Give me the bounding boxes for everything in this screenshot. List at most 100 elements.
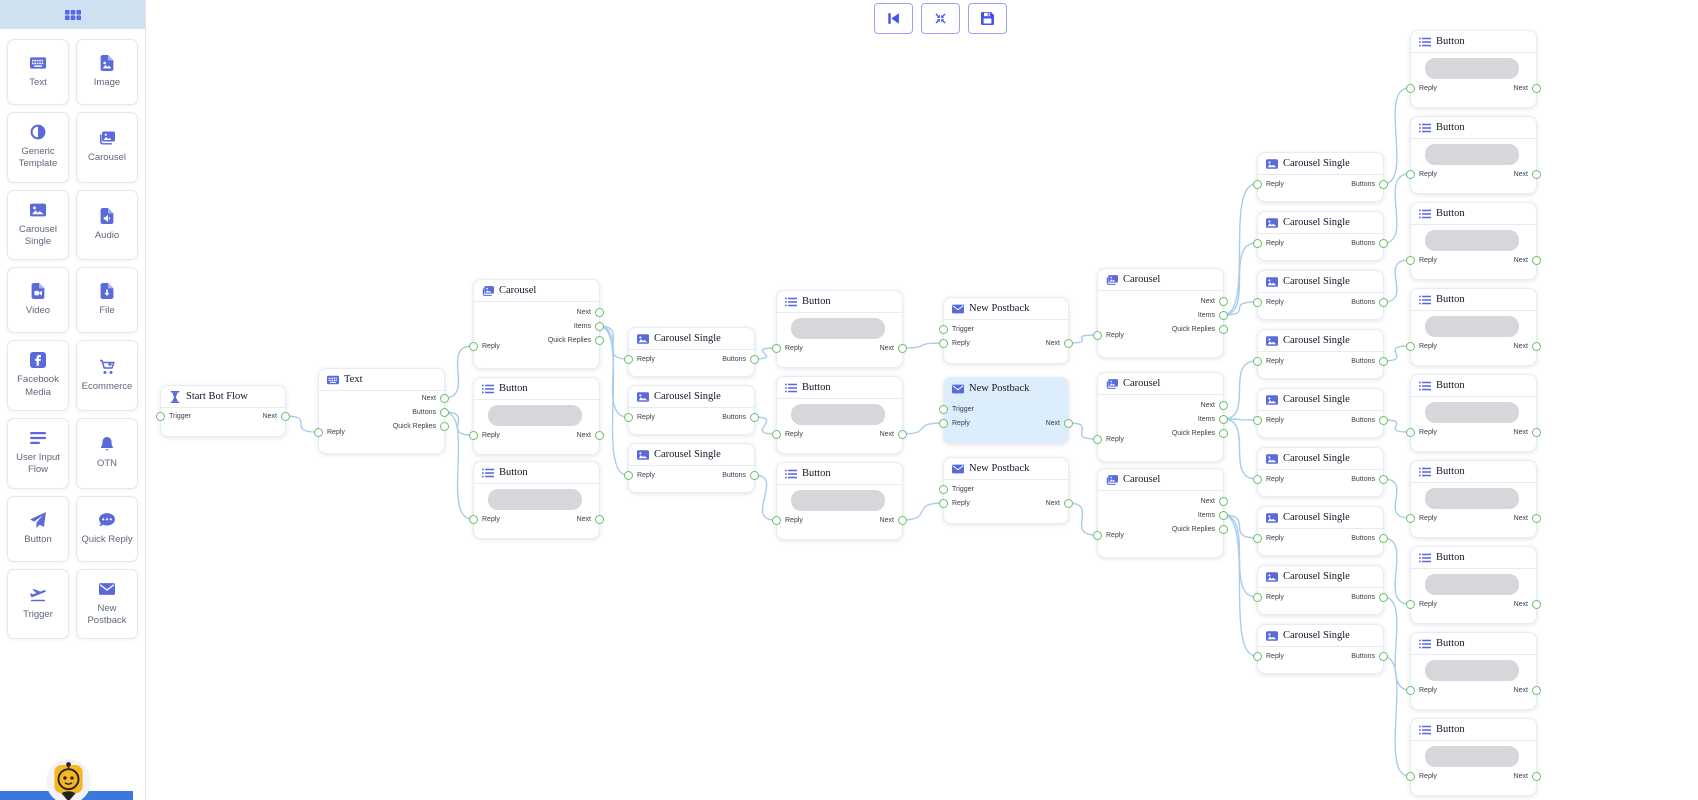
port-trigger[interactable] bbox=[939, 485, 948, 494]
palette-item-quick-reply[interactable]: Quick Reply bbox=[76, 495, 138, 562]
port-reply[interactable] bbox=[1093, 531, 1102, 540]
port-buttons[interactable] bbox=[1379, 534, 1388, 543]
port-items[interactable] bbox=[1219, 311, 1228, 320]
port-reply[interactable] bbox=[1406, 170, 1415, 179]
port-next[interactable] bbox=[595, 515, 604, 524]
port-next[interactable] bbox=[1064, 419, 1073, 428]
port-next[interactable] bbox=[1532, 772, 1541, 781]
button-placeholder[interactable] bbox=[488, 489, 582, 510]
port-buttons[interactable] bbox=[1379, 652, 1388, 661]
port-buttons[interactable] bbox=[1379, 593, 1388, 602]
palette-item-text[interactable]: Text bbox=[7, 39, 69, 105]
port-next[interactable] bbox=[1532, 342, 1541, 351]
port-next[interactable] bbox=[1532, 256, 1541, 265]
port-buttons[interactable] bbox=[750, 413, 759, 422]
save-button[interactable] bbox=[968, 3, 1007, 34]
port-reply[interactable] bbox=[624, 355, 633, 364]
port-reply[interactable] bbox=[1253, 357, 1262, 366]
go-to-start-button[interactable] bbox=[874, 3, 913, 34]
port-reply[interactable] bbox=[1406, 428, 1415, 437]
port-buttons[interactable] bbox=[750, 471, 759, 480]
port-next[interactable] bbox=[1532, 84, 1541, 93]
port-reply[interactable] bbox=[1406, 84, 1415, 93]
palette-item-file[interactable]: File bbox=[76, 267, 138, 334]
button-placeholder[interactable] bbox=[1425, 574, 1519, 595]
palette-item-ecommerce[interactable]: Ecommerce bbox=[76, 340, 138, 412]
button-placeholder[interactable] bbox=[1425, 316, 1519, 337]
port-buttons[interactable] bbox=[1379, 239, 1388, 248]
palette-item-otn[interactable]: OTN bbox=[76, 418, 138, 489]
port-reply[interactable] bbox=[1093, 331, 1102, 340]
port-reply[interactable] bbox=[624, 413, 633, 422]
port-buttons[interactable] bbox=[750, 355, 759, 364]
port-reply[interactable] bbox=[772, 344, 781, 353]
port-buttons[interactable] bbox=[1379, 357, 1388, 366]
port-reply[interactable] bbox=[939, 419, 948, 428]
palette-item-carousel[interactable]: Carousel bbox=[76, 112, 138, 183]
palette-item-generic-template[interactable]: Generic Template bbox=[7, 112, 69, 183]
port-reply[interactable] bbox=[314, 428, 323, 437]
port-reply[interactable] bbox=[624, 471, 633, 480]
port-next[interactable] bbox=[1219, 297, 1228, 306]
button-placeholder[interactable] bbox=[1425, 746, 1519, 767]
port-buttons[interactable] bbox=[1379, 416, 1388, 425]
port-buttons[interactable] bbox=[1379, 298, 1388, 307]
port-quick-replies[interactable] bbox=[1219, 429, 1228, 438]
palette-item-trigger[interactable]: Trigger bbox=[7, 568, 69, 640]
palette-header[interactable] bbox=[0, 0, 145, 29]
port-reply[interactable] bbox=[772, 430, 781, 439]
port-reply[interactable] bbox=[1406, 686, 1415, 695]
palette-item-video[interactable]: Video bbox=[7, 267, 69, 334]
port-reply[interactable] bbox=[1406, 772, 1415, 781]
port-reply[interactable] bbox=[1253, 180, 1262, 189]
palette-item-button[interactable]: Button bbox=[7, 495, 69, 562]
port-trigger[interactable] bbox=[156, 412, 165, 421]
port-next[interactable] bbox=[1532, 170, 1541, 179]
port-reply[interactable] bbox=[1406, 256, 1415, 265]
button-placeholder[interactable] bbox=[1425, 660, 1519, 681]
port-reply[interactable] bbox=[1253, 239, 1262, 248]
button-placeholder[interactable] bbox=[1425, 488, 1519, 509]
port-reply[interactable] bbox=[772, 516, 781, 525]
port-buttons[interactable] bbox=[1379, 475, 1388, 484]
port-reply[interactable] bbox=[1406, 342, 1415, 351]
port-next[interactable] bbox=[1219, 401, 1228, 410]
palette-item-new-postback[interactable]: New Postback bbox=[76, 568, 138, 640]
button-placeholder[interactable] bbox=[1425, 230, 1519, 251]
port-reply[interactable] bbox=[939, 499, 948, 508]
port-quick-replies[interactable] bbox=[440, 422, 449, 431]
button-placeholder[interactable] bbox=[1425, 58, 1519, 79]
port-trigger[interactable] bbox=[939, 405, 948, 414]
palette-item-audio[interactable]: Audio bbox=[76, 189, 138, 261]
button-placeholder[interactable] bbox=[791, 318, 885, 339]
